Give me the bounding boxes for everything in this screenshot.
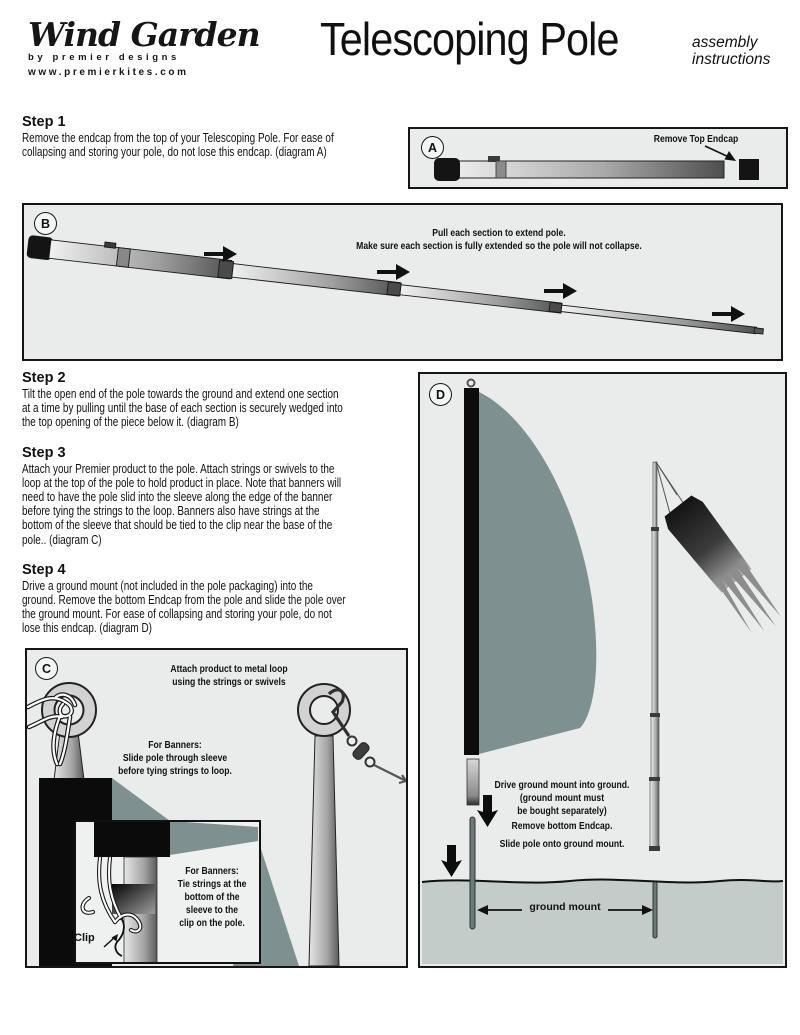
down-arrow-icon-2 [441,845,462,877]
pole-clip-tab [488,156,500,162]
windsock [664,495,781,633]
ground-mount-label: ground mount [460,901,670,913]
diagram-b-label: B [34,212,57,235]
windsock-body [664,495,752,593]
diagram-d-note2: Remove bottom Endcap. [511,820,613,832]
page-subtitle: assembly instructions [692,34,771,68]
diagram-d-label: D [429,383,452,406]
inset-border [74,820,261,964]
banner-pole [464,388,479,755]
windsock-strings [655,461,685,522]
pole-top-loop [466,378,476,388]
step-2-heading: Step 2 [22,370,66,386]
metal-loop-right-hole [309,695,339,725]
feather-banner [479,392,597,754]
zoom-wedge-inside [170,821,258,855]
diagram-c-drawing [27,682,406,966]
step-4-body: Drive a ground mount (not included in th… [22,578,346,636]
clip-label: Clip [74,932,95,944]
diagram-b: B Pull each section to extend pole. Make… [22,203,783,361]
bottom-endcap [434,158,460,181]
step-2-body: Tilt the open end of the pole towards th… [22,387,343,430]
windsock-tails [713,557,781,633]
arrow-right-head [642,905,653,915]
extended-pole [26,235,764,335]
swivel-wire [327,688,351,737]
pole-joint-band [495,160,507,179]
diagram-a-label: A [421,136,444,159]
ground-fill [422,879,783,964]
diagram-c-label: C [35,657,58,680]
step-1-heading: Step 1 [22,114,66,130]
strings-highlight [27,693,77,766]
diagram-c-note-top: Attach product to metal loop using the s… [170,663,288,688]
diagram-b-drawing [26,235,764,335]
diagram-d-note3: Slide pole onto ground mount. [499,838,625,850]
step-1: Step 1 Remove the endcap from the top of… [22,114,527,174]
banner-silhouette [39,778,112,966]
brand-name: Wind Garden [28,15,261,54]
pull-arrow-icons [204,246,745,322]
diagram-d: D Drive ground mount into ground. (groun… [418,372,787,968]
top-endcap [739,159,759,180]
windsock-pole [649,461,660,851]
zoom-wedge-top [112,778,170,821]
swivel-ring-1 [346,735,358,747]
diagram-c: C Attach product to metal loop using the… [25,648,408,968]
steps-2-4: Step 2 Tilt the open end of the pole tow… [22,370,527,651]
brand-tagline: by premier designs [28,52,180,63]
step-1-body: Remove the endcap from the top of your T… [22,131,334,160]
inset-clip [112,884,155,914]
diagram-d-drawing [421,378,784,964]
down-arrow-icon [477,795,498,827]
diagram-c-note-mid: For Banners: Slide pole through sleeve b… [118,739,232,777]
swivel-ring-2 [364,756,376,768]
clip-arrow-icon [103,934,118,948]
string-to-clip [114,917,125,957]
ground-mount-stake-left [469,816,476,930]
arrow-left-head [477,905,488,915]
callout-arrow-icon [704,145,736,161]
inset-strings-highlight [81,857,142,933]
swivel-barrel [352,742,370,760]
inset-sleeve [94,821,170,857]
brand-logo: Wind Garden by premier designs www.premi… [28,15,261,79]
diagram-a-drawing [434,145,759,181]
step-4-heading: Step 4 [22,561,66,578]
diagram-a: A Remove Top Endcap [408,127,788,189]
pole-right [308,735,340,966]
swivel-line [373,764,406,785]
diagram-b-caption: Pull each section to extend pole. Make s… [356,227,642,252]
pole-bottom-tube [466,758,480,806]
step-3-body: Attach your Premier product to the pole.… [22,461,342,547]
step-3-heading: Step 3 [22,444,66,461]
page-title: Telescoping Pole [320,13,620,65]
brand-website: www.premierkites.com [28,67,189,78]
ground-line [421,878,784,884]
ground-mount-text: ground mount [522,901,608,913]
diagram-a-callout: Remove Top Endcap [653,133,739,145]
diagram-c-note-inset: For Banners: Tie strings at the bottom o… [177,865,247,929]
diagram-d-note1: Drive ground mount into ground. (ground … [494,779,630,817]
